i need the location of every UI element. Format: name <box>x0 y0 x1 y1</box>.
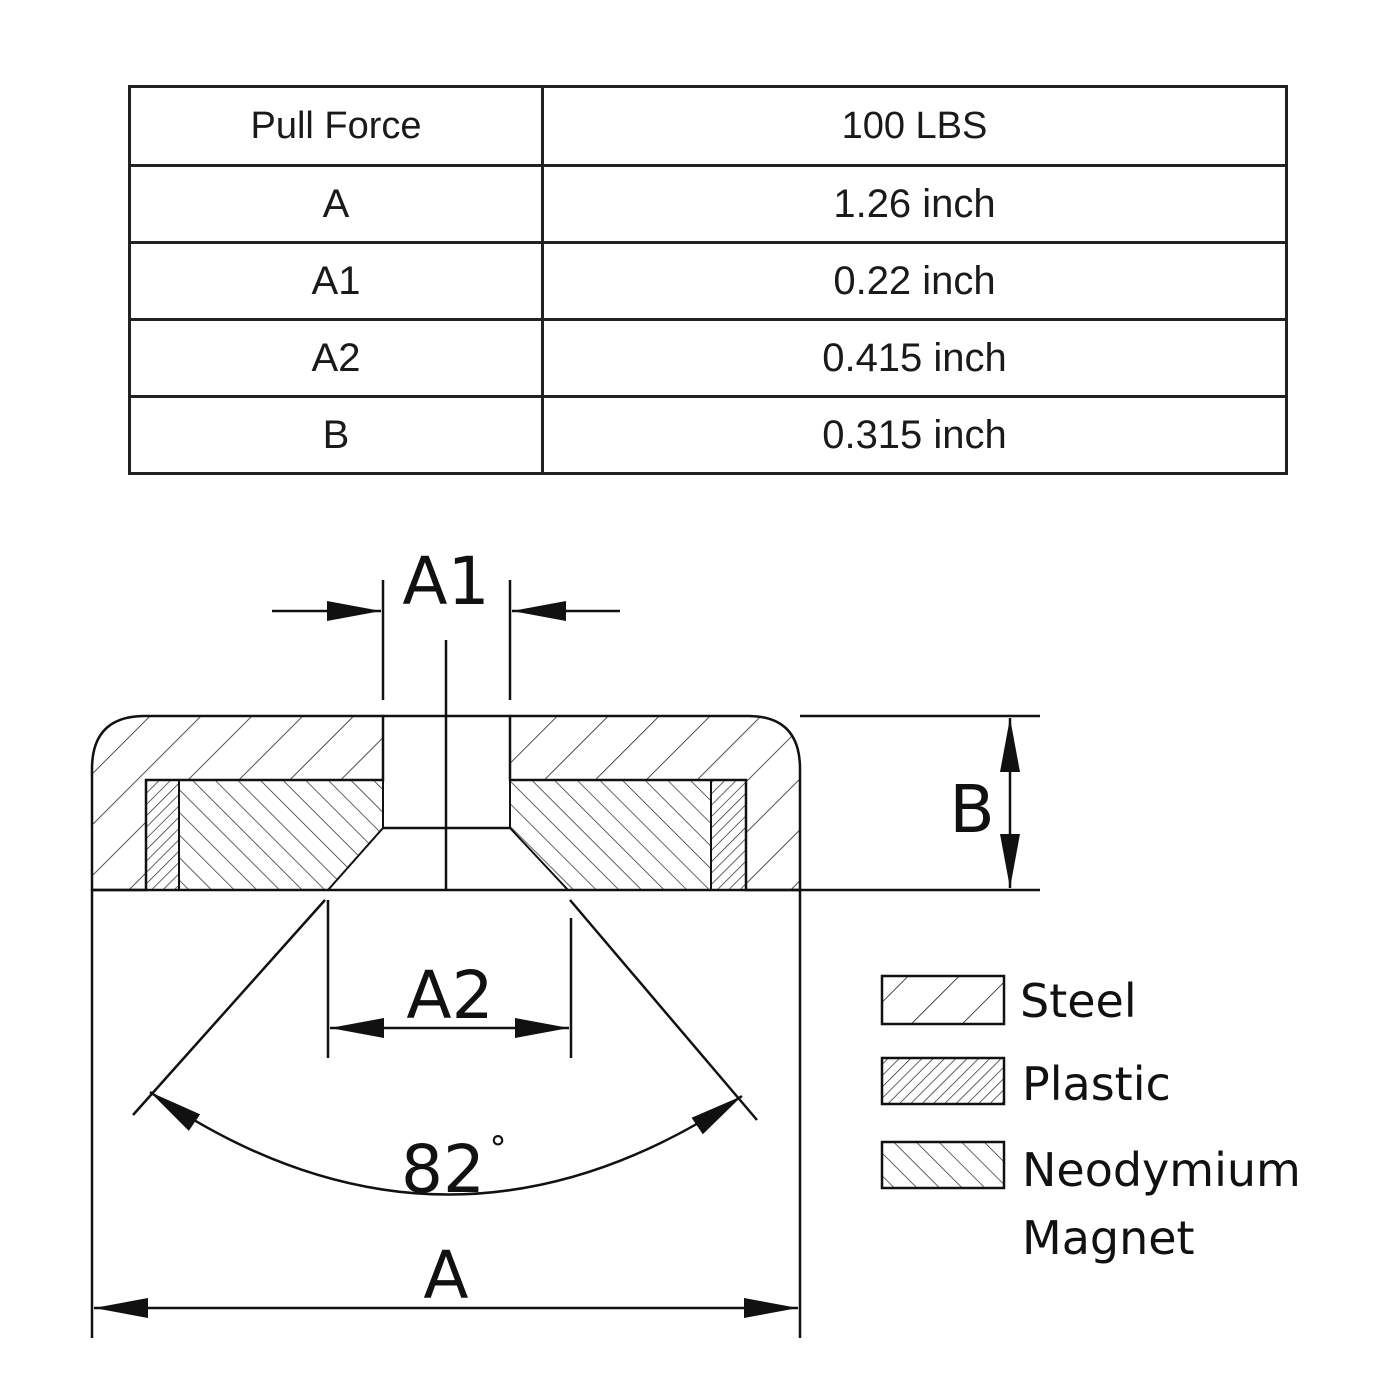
dim-a2-text: A2 <box>406 957 493 1034</box>
table-row: Pull Force 100 LBS <box>128 85 1288 167</box>
legend-item-magnet: Neodymium Magnet <box>880 1140 1301 1265</box>
legend: Steel Plastic Neodymium Magnet <box>880 974 1301 1265</box>
dim-a-label: A <box>128 164 544 244</box>
table-row: A1 0.22 inch <box>128 241 1288 321</box>
dim-a1-value: 0.22 inch <box>541 241 1288 321</box>
dim-a1-text: A1 <box>402 543 489 620</box>
dim-a2-label: A2 <box>128 318 544 398</box>
angle-text: 82 <box>401 1131 485 1208</box>
extension-lines <box>90 580 1040 1338</box>
dimension-angle <box>149 1090 743 1196</box>
legend-plastic-label: Plastic <box>1022 1057 1171 1111</box>
dim-b-label: B <box>128 395 544 475</box>
hole-outline <box>383 640 510 890</box>
dim-b-value: 0.315 inch <box>541 395 1288 475</box>
magnet-swatch <box>880 1140 1006 1190</box>
legend-item-steel: Steel <box>880 974 1137 1028</box>
table-row: A 1.26 inch <box>128 164 1288 244</box>
table-row: A2 0.415 inch <box>128 318 1288 398</box>
legend-item-plastic: Plastic <box>880 1056 1171 1111</box>
spec-table: Pull Force 100 LBS A 1.26 inch A1 0.22 i… <box>128 85 1288 475</box>
legend-steel-label: Steel <box>1020 974 1137 1028</box>
dim-b-text: B <box>949 771 994 848</box>
pull-force-value: 100 LBS <box>541 85 1288 167</box>
degree-mark: ° <box>490 1129 507 1169</box>
pull-force-label: Pull Force <box>128 85 544 167</box>
neodymium-magnet <box>178 779 712 891</box>
plastic-swatch <box>880 1056 1006 1106</box>
dim-a-text: A <box>423 1237 468 1314</box>
steel-swatch <box>880 974 1006 1026</box>
legend-magnet-label-line2: Magnet <box>1022 1211 1195 1265</box>
dim-a1-label: A1 <box>128 241 544 321</box>
legend-magnet-label-line1: Neodymium <box>1022 1143 1301 1197</box>
dim-a-value: 1.26 inch <box>541 164 1288 244</box>
dim-a2-value: 0.415 inch <box>541 318 1288 398</box>
table-row: B 0.315 inch <box>128 395 1288 475</box>
